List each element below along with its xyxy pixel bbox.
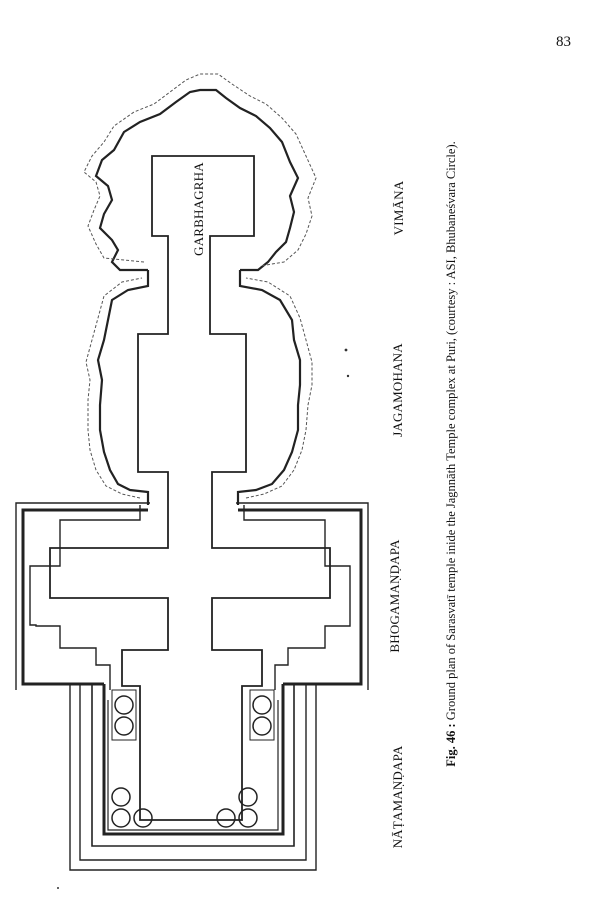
- central-passage: [49, 155, 331, 821]
- natamandapa-pillars: [111, 689, 275, 828]
- plan-marks: [57, 348, 350, 889]
- label-garbhagrha: GARBHAGRHA: [191, 162, 206, 256]
- label-bhogamandapa: BHOGAMAṆḌAPA: [387, 539, 402, 653]
- bhogamandapa-inner: [29, 505, 351, 690]
- page-number: 83: [556, 34, 571, 50]
- figure-caption-text: Ground plan of Sarasvatī temple inide th…: [444, 141, 458, 724]
- bhogamandapa-walls: [15, 502, 369, 690]
- figure-number: Fig. 46 :: [444, 723, 458, 767]
- vimana-walls: [94, 88, 300, 272]
- jagamohana-walls: [96, 270, 302, 505]
- label-jagamohana: JAGAMOHANA: [390, 343, 405, 437]
- label-natamandapa: NĀṬAMAṆḌAPA: [390, 745, 405, 849]
- natamandapa-walls: [69, 684, 317, 871]
- figure-caption: Fig. 46 : Ground plan of Sarasvatī templ…: [444, 74, 462, 834]
- label-vimana: VIMĀNA: [391, 180, 406, 236]
